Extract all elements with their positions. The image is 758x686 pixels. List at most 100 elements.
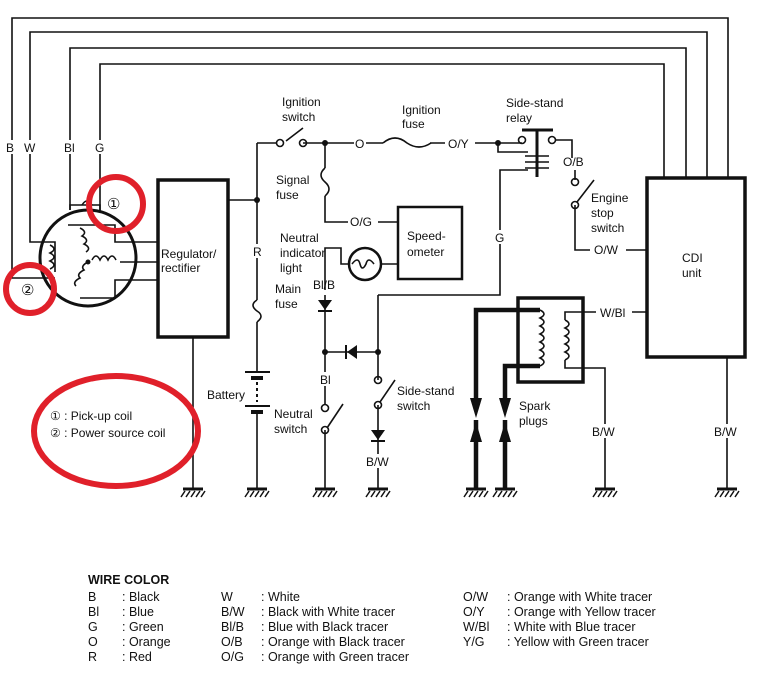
legend-meaning: : White with Blue tracer xyxy=(507,620,636,634)
svg-text:plugs: plugs xyxy=(519,414,548,428)
svg-text:W: W xyxy=(24,141,36,155)
legend-entry: B/W: Black with White tracer xyxy=(221,605,409,620)
legend-code: Bl/B xyxy=(221,620,244,634)
svg-text:O/G: O/G xyxy=(350,215,372,229)
svg-text:O/B: O/B xyxy=(563,155,584,169)
wiring-diagram: B W Bl G Regulator/ rectifier R Mainfuse… xyxy=(3,17,747,499)
svg-text:fuse: fuse xyxy=(402,117,425,131)
legend-meaning: : Green xyxy=(122,620,164,634)
svg-text:W/Bl: W/Bl xyxy=(600,306,625,320)
svg-text:Bl: Bl xyxy=(64,141,75,155)
svg-text:CDI: CDI xyxy=(682,251,703,265)
svg-text:indicator: indicator xyxy=(280,246,325,260)
legend-code: B/W xyxy=(221,605,245,619)
legend-code: G xyxy=(88,620,98,634)
legend-meaning: : Red xyxy=(122,650,152,664)
legend-code: Bl xyxy=(88,605,100,619)
svg-text:G: G xyxy=(495,231,504,245)
svg-text:Neutral: Neutral xyxy=(280,231,319,245)
legend-code: O/Y xyxy=(463,605,485,619)
legend-entry: B: Black xyxy=(88,590,171,605)
svg-text:ometer: ometer xyxy=(407,245,444,259)
svg-text:switch: switch xyxy=(591,221,624,235)
battery-symbol xyxy=(245,371,270,414)
svg-text:B/W: B/W xyxy=(366,455,389,469)
svg-text:B: B xyxy=(6,141,14,155)
svg-text:Spark: Spark xyxy=(519,399,551,413)
svg-text:O: O xyxy=(355,137,364,151)
svg-text:unit: unit xyxy=(682,266,702,280)
legend-code: O/W xyxy=(463,590,488,604)
legend-code: O/B xyxy=(221,635,243,649)
legend-entry: O/B : Orange with Black tracer xyxy=(221,635,409,650)
neutral-indicator-lamp xyxy=(347,246,383,282)
svg-text:B/W: B/W xyxy=(714,425,737,439)
svg-text:①: ① xyxy=(107,196,120,213)
legend-code: R xyxy=(88,650,98,664)
svg-text:relay: relay xyxy=(506,111,532,125)
svg-text:switch: switch xyxy=(282,110,315,124)
legend-entry: G : Green xyxy=(88,620,171,635)
svg-text:fuse: fuse xyxy=(276,188,299,202)
legend-title: WIRE COLOR xyxy=(88,573,170,587)
svg-text:rectifier: rectifier xyxy=(161,261,200,275)
legend-meaning: : Orange with Black tracer xyxy=(261,635,405,649)
svg-text:fuse: fuse xyxy=(275,297,298,311)
svg-text:O/W: O/W xyxy=(594,243,619,257)
generator xyxy=(11,200,158,308)
svg-text:Main: Main xyxy=(275,282,301,296)
legend-meaning: : Orange with White tracer xyxy=(507,590,653,604)
svg-text:Ignition: Ignition xyxy=(282,95,321,109)
side-stand-relay xyxy=(497,128,573,177)
legend-entry: R : Red xyxy=(88,650,171,665)
svg-text:② : Power source coil: ② : Power source coil xyxy=(50,426,165,440)
legend-entry: O/Y : Orange with Yellow tracer xyxy=(463,605,656,620)
legend-meaning: : Blue with Black tracer xyxy=(261,620,389,634)
legend-code: W/Bl xyxy=(463,620,490,634)
legend-meaning: : Black xyxy=(122,590,160,604)
legend-entry: O/G : Orange with Green tracer xyxy=(221,650,409,665)
legend-entry: O : Orange xyxy=(88,635,171,650)
legend-meaning: : Yellow with Green tracer xyxy=(507,635,649,649)
legend-code: O xyxy=(88,635,98,649)
svg-text:Side-stand: Side-stand xyxy=(506,96,563,110)
legend-code: O/G xyxy=(221,650,244,664)
legend-meaning: : Orange with Green tracer xyxy=(261,650,409,664)
svg-text:light: light xyxy=(280,261,303,275)
svg-text:switch: switch xyxy=(274,422,307,436)
svg-text:① : Pick-up coil: ① : Pick-up coil xyxy=(50,409,132,423)
harness-wire-labels: B W Bl G xyxy=(5,140,107,155)
harness-wires xyxy=(11,17,729,240)
svg-text:Regulator/: Regulator/ xyxy=(161,247,217,261)
svg-text:B/W: B/W xyxy=(592,425,615,439)
cdi-unit xyxy=(645,176,747,359)
svg-text:Bl: Bl xyxy=(320,373,331,387)
svg-text:Neutral: Neutral xyxy=(274,407,313,421)
svg-text:switch: switch xyxy=(397,399,430,413)
annotation-markers: ① ② ① : Pick-up coil ② : Power source co… xyxy=(3,174,201,489)
svg-text:Side-stand: Side-stand xyxy=(397,384,454,398)
svg-text:O/Y: O/Y xyxy=(448,137,469,151)
svg-text:Engine: Engine xyxy=(591,191,629,205)
svg-text:Signal: Signal xyxy=(276,173,309,187)
speedometer xyxy=(396,205,464,281)
legend-entry: W: White xyxy=(221,590,409,605)
svg-text:R: R xyxy=(253,245,262,259)
legend-meaning: : Orange xyxy=(122,635,171,649)
svg-text:Speed-: Speed- xyxy=(407,229,446,243)
legend-entry: Bl: Blue xyxy=(88,605,171,620)
legend-entry: Y/G : Yellow with Green tracer xyxy=(463,635,656,650)
ground-symbols xyxy=(179,487,741,499)
legend-meaning: : White xyxy=(261,590,300,604)
legend-code: Y/G xyxy=(463,635,485,649)
svg-text:Ignition: Ignition xyxy=(402,103,441,117)
svg-text:②: ② xyxy=(21,282,34,299)
svg-text:G: G xyxy=(95,141,104,155)
svg-text:Bl/B: Bl/B xyxy=(313,278,335,292)
legend-meaning: : Orange with Yellow tracer xyxy=(507,605,656,619)
legend-entry: W/Bl : White with Blue tracer xyxy=(463,620,656,635)
